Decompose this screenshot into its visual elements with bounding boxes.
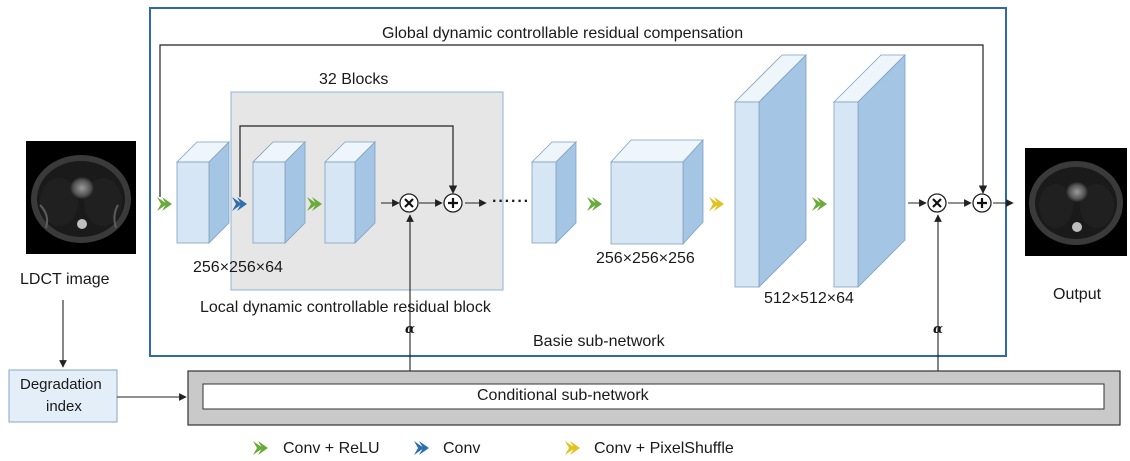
block-5	[610, 138, 704, 246]
chevron-icon	[587, 197, 602, 211]
basic-subnetwork-label: Basie sub-network	[533, 333, 665, 350]
degradation-index-box	[8, 369, 118, 423]
degradation-label-line1: Degradation	[20, 376, 102, 393]
dim-label-middle: 256×256×256	[596, 250, 695, 267]
dim-label-first: 256×256×64	[193, 259, 283, 276]
chevron-icon	[232, 197, 247, 211]
chevron-icon	[157, 197, 172, 211]
global-residual-label: Global dynamic controllable residual com…	[382, 25, 744, 42]
ldct-image-label: LDCT image	[20, 271, 110, 288]
ct-scan-input	[26, 141, 136, 254]
block-1	[176, 141, 230, 244]
chevron-icon	[709, 197, 724, 211]
basic-subnetwork-frame	[149, 7, 1007, 357]
multiply-operator-icon	[399, 193, 419, 213]
local-residual-line	[239, 125, 458, 197]
global-residual-line	[159, 44, 988, 197]
dim-label-last: 512×512×64	[764, 290, 854, 307]
chevron-icon	[812, 197, 827, 211]
output-label: Output	[1053, 286, 1102, 303]
ellipsis-dots: ······	[492, 193, 530, 210]
conditional-subnetwork-label: Conditional sub-network	[477, 387, 649, 404]
block-2	[252, 141, 306, 244]
legend-conv-relu-label: Conv + ReLU	[283, 440, 380, 457]
add-operator-icon	[443, 193, 463, 213]
legend-conv-pixelshuffle-label: Conv + PixelShuffle	[594, 440, 734, 457]
block-7	[833, 54, 906, 288]
conditional-subnetwork-inner	[202, 383, 1105, 410]
alpha-left-label: α	[405, 322, 416, 337]
alpha-right-label: α	[933, 322, 944, 337]
block-6	[734, 54, 807, 288]
blocks-count-label: 32 Blocks	[319, 71, 389, 88]
legend-conv-pixelshuffle-icon	[565, 441, 580, 455]
block-4	[531, 141, 577, 244]
ct-scan-output	[1025, 148, 1127, 256]
degradation-label-line2: index	[46, 398, 82, 415]
local-block-label: Local dynamic controllable residual bloc…	[200, 299, 491, 316]
block-3	[324, 141, 376, 244]
multiply-operator-icon	[927, 193, 947, 213]
legend-conv-label: Conv	[443, 440, 481, 457]
add-operator-icon	[972, 193, 992, 213]
legend-conv-relu-icon	[253, 441, 268, 455]
chevron-icon	[307, 197, 322, 211]
legend-conv-icon	[414, 441, 429, 455]
